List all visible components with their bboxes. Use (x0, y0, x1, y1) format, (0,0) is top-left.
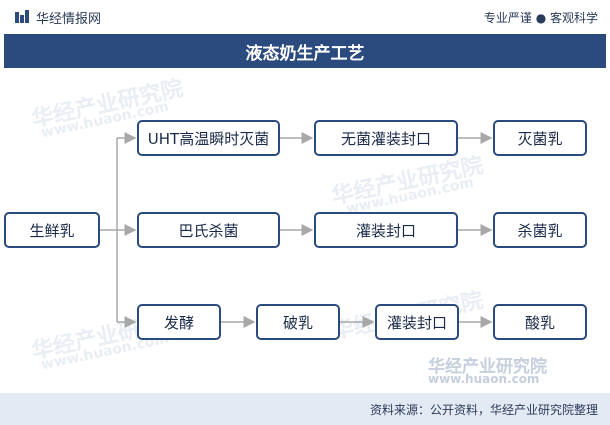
brand-name: 华经情报网 (36, 11, 102, 27)
source-note: 资料来源：公开资料，华经产业研究院整理 (369, 402, 598, 417)
slogan: 专业严谨 ● 客观科学 (483, 10, 598, 25)
process-step-node: UHT高温瞬时灭菌 (137, 120, 280, 156)
process-step-node: 发酵 (137, 304, 221, 340)
process-step-node: 灭菌乳 (493, 120, 587, 156)
connector-lines (100, 132, 493, 328)
footer: 资料来源：公开资料，华经产业研究院整理 (0, 393, 610, 425)
process-step-node: 巴氏杀菌 (137, 212, 280, 248)
bar-logo-icon (14, 9, 30, 25)
source-node: 生鲜乳 (4, 212, 100, 248)
process-step-node: 酸乳 (493, 304, 587, 340)
process-step-node: 无菌灌装封口 (314, 120, 458, 156)
process-step-node: 灌装封口 (314, 212, 458, 248)
process-step-node: 破乳 (256, 304, 340, 340)
process-step-node: 杀菌乳 (493, 212, 587, 248)
brand: 华经情报网 (14, 8, 101, 27)
process-step-node: 灌装封口 (375, 304, 459, 340)
corner-watermark-url: www.huaon.com (428, 372, 540, 386)
top-bar: 华经情报网 专业严谨 ● 客观科学 (0, 0, 610, 34)
page-title: 液态奶生产工艺 (4, 34, 606, 68)
diagram-canvas: 华经产业研究院 www.huaon.com 华经产业研究院 www.huaon.… (0, 68, 610, 390)
corner-watermark: 华经产业研究院 (428, 357, 547, 377)
